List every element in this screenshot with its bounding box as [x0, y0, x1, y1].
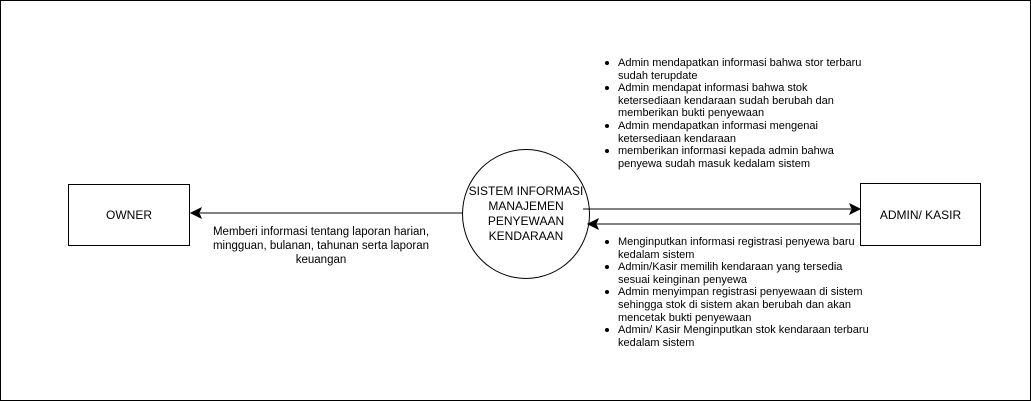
flow-list-from-admin: Menginputkan informasi registrasi penyew… — [602, 236, 872, 349]
process-label: SISTEM INFORMASI MANAJEMEN PENYEWAAN KEN… — [468, 184, 584, 243]
admin-kasir-entity: ADMIN/ KASIR — [860, 183, 981, 246]
list-item: memberikan informasi kepada admin bahwa … — [602, 145, 862, 170]
list-item: Admin mendapatkan informasi mengenai ket… — [602, 120, 862, 145]
arrowhead-admin — [849, 202, 862, 216]
admin-label: ADMIN/ KASIR — [879, 207, 962, 222]
owner-entity: OWNER — [68, 184, 190, 246]
list-item: Admin/Kasir memilih kendaraan yang terse… — [602, 261, 872, 286]
list-item: Admin/ Kasir Menginputkan stok kendaraan… — [602, 324, 872, 349]
process-circle: SISTEM INFORMASI MANAJEMEN PENYEWAAN KEN… — [462, 149, 590, 279]
flow-label-to-owner: Memberi informasi tentang laporan harian… — [212, 226, 430, 266]
arrowhead-process — [586, 217, 599, 231]
owner-label: OWNER — [106, 208, 152, 222]
list-item: Menginputkan informasi registrasi penyew… — [602, 236, 872, 261]
flow-list-to-admin: Admin mendapatkan informasi bahwa stor t… — [602, 57, 862, 170]
list-item: Admin mendapat informasi bahwa stok kete… — [602, 82, 862, 120]
arrowhead-owner — [189, 206, 202, 220]
list-item: Admin mendapatkan informasi bahwa stor t… — [602, 57, 862, 82]
list-item: Admin menyimpan registrasi penyewaan di … — [602, 286, 872, 324]
